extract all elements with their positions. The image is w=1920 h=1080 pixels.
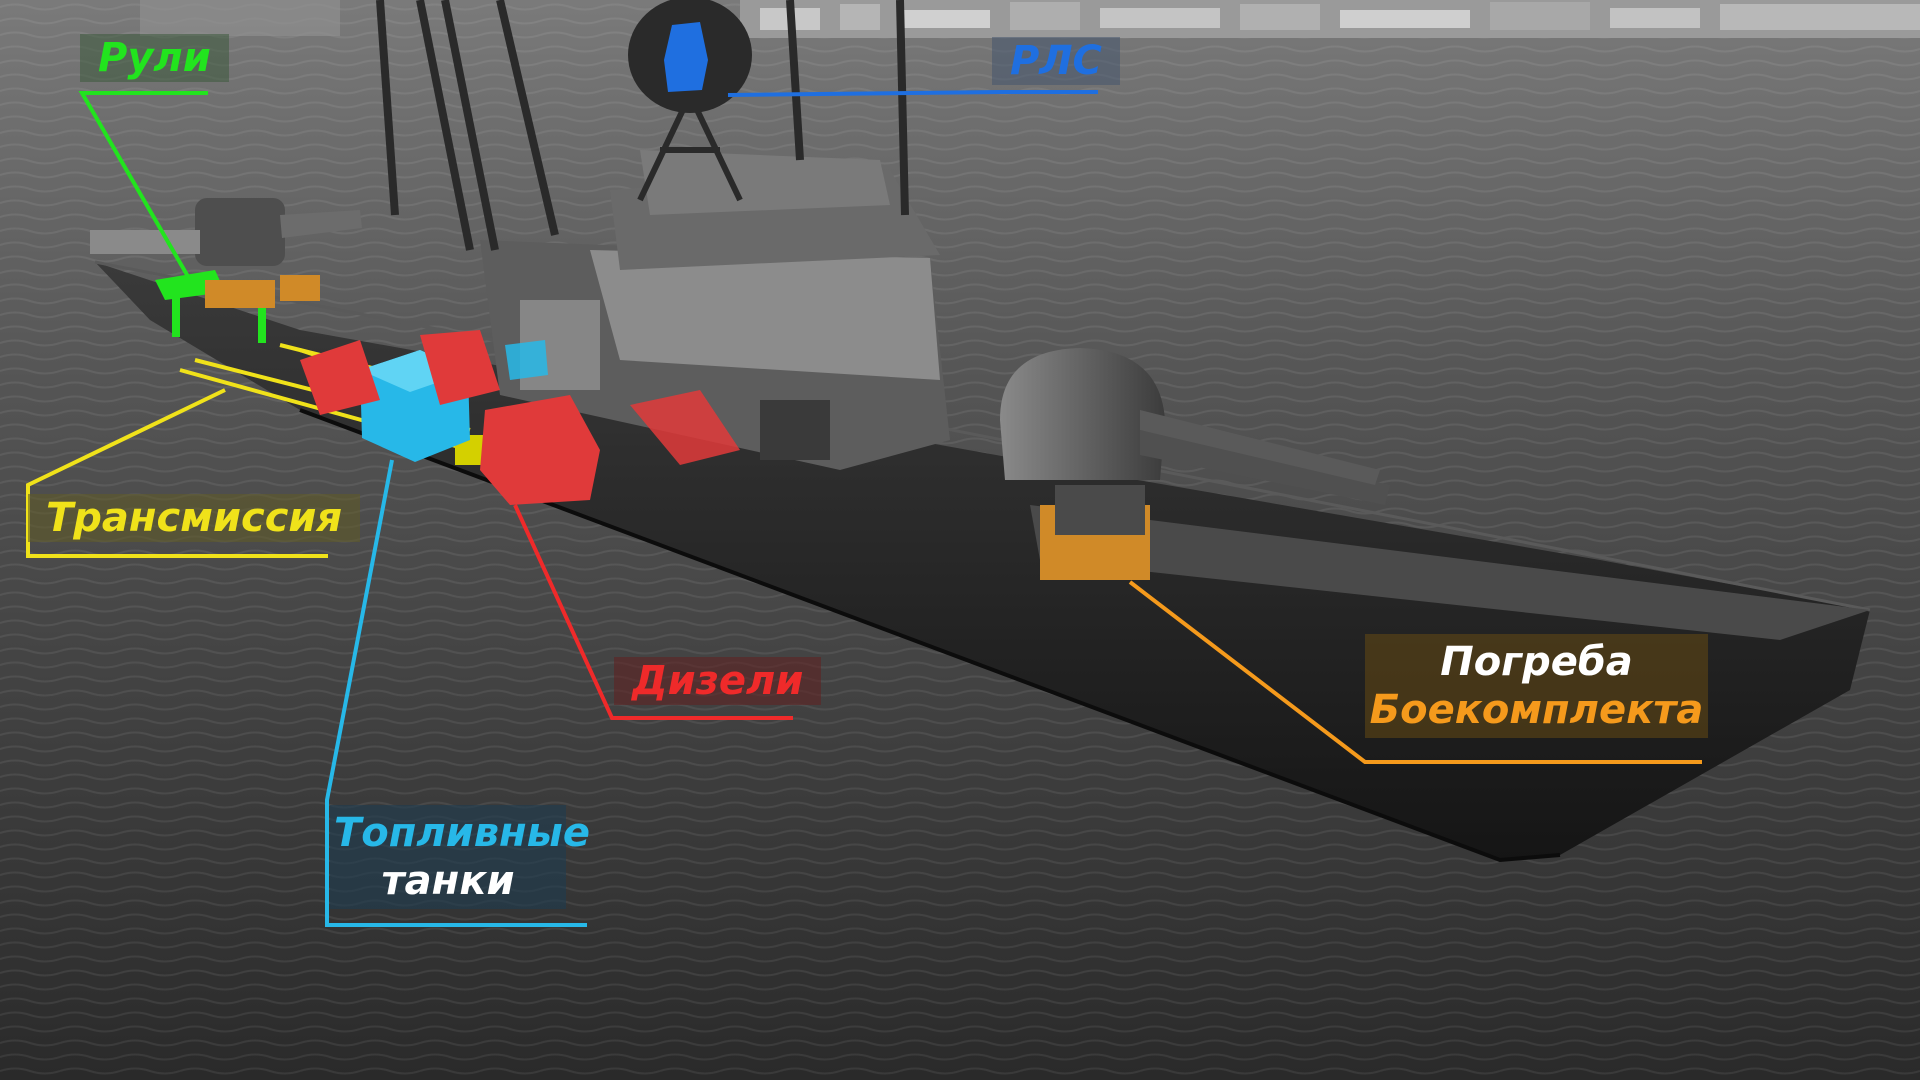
rudders-label-text: Рули [98,35,211,81]
diesels-label-text: Дизели [632,658,804,704]
rudders-label: Рули [80,34,229,82]
radar-dome [628,0,752,113]
aft-turret [90,198,362,266]
transmission-label-text: Трансмиссия [46,495,343,541]
diesels-label: Дизели [614,657,822,705]
ammo-magazine-label-line1: Погреба [1440,639,1633,685]
radar-mast [637,93,743,202]
radar-label-text: РЛС [1010,38,1102,84]
ammo-magazine-leader-line [1128,580,1702,764]
ammo-magazine-label: Погреба Боекомплекта [1365,634,1708,738]
fuel-tanks-leader-line [325,459,587,927]
radar-label: РЛС [992,37,1120,85]
fuel-tanks-label-line1: Топливные [334,810,590,856]
masts [376,0,909,251]
fuel-tanks-label-line2: танки [381,858,515,904]
diesels-leader-line [513,504,793,720]
ammo-magazine-label-line2: Боекомплекта [1369,687,1704,733]
fuel-tanks-label: Топливные танки [330,805,590,909]
forward-turret [1000,348,1390,535]
harbour-shore [140,0,1920,38]
diesels-highlight [300,330,740,505]
rudders-leader-line [78,91,208,282]
transmission-label: Трансмиссия [28,494,361,542]
radar-leader-line [727,90,1098,97]
